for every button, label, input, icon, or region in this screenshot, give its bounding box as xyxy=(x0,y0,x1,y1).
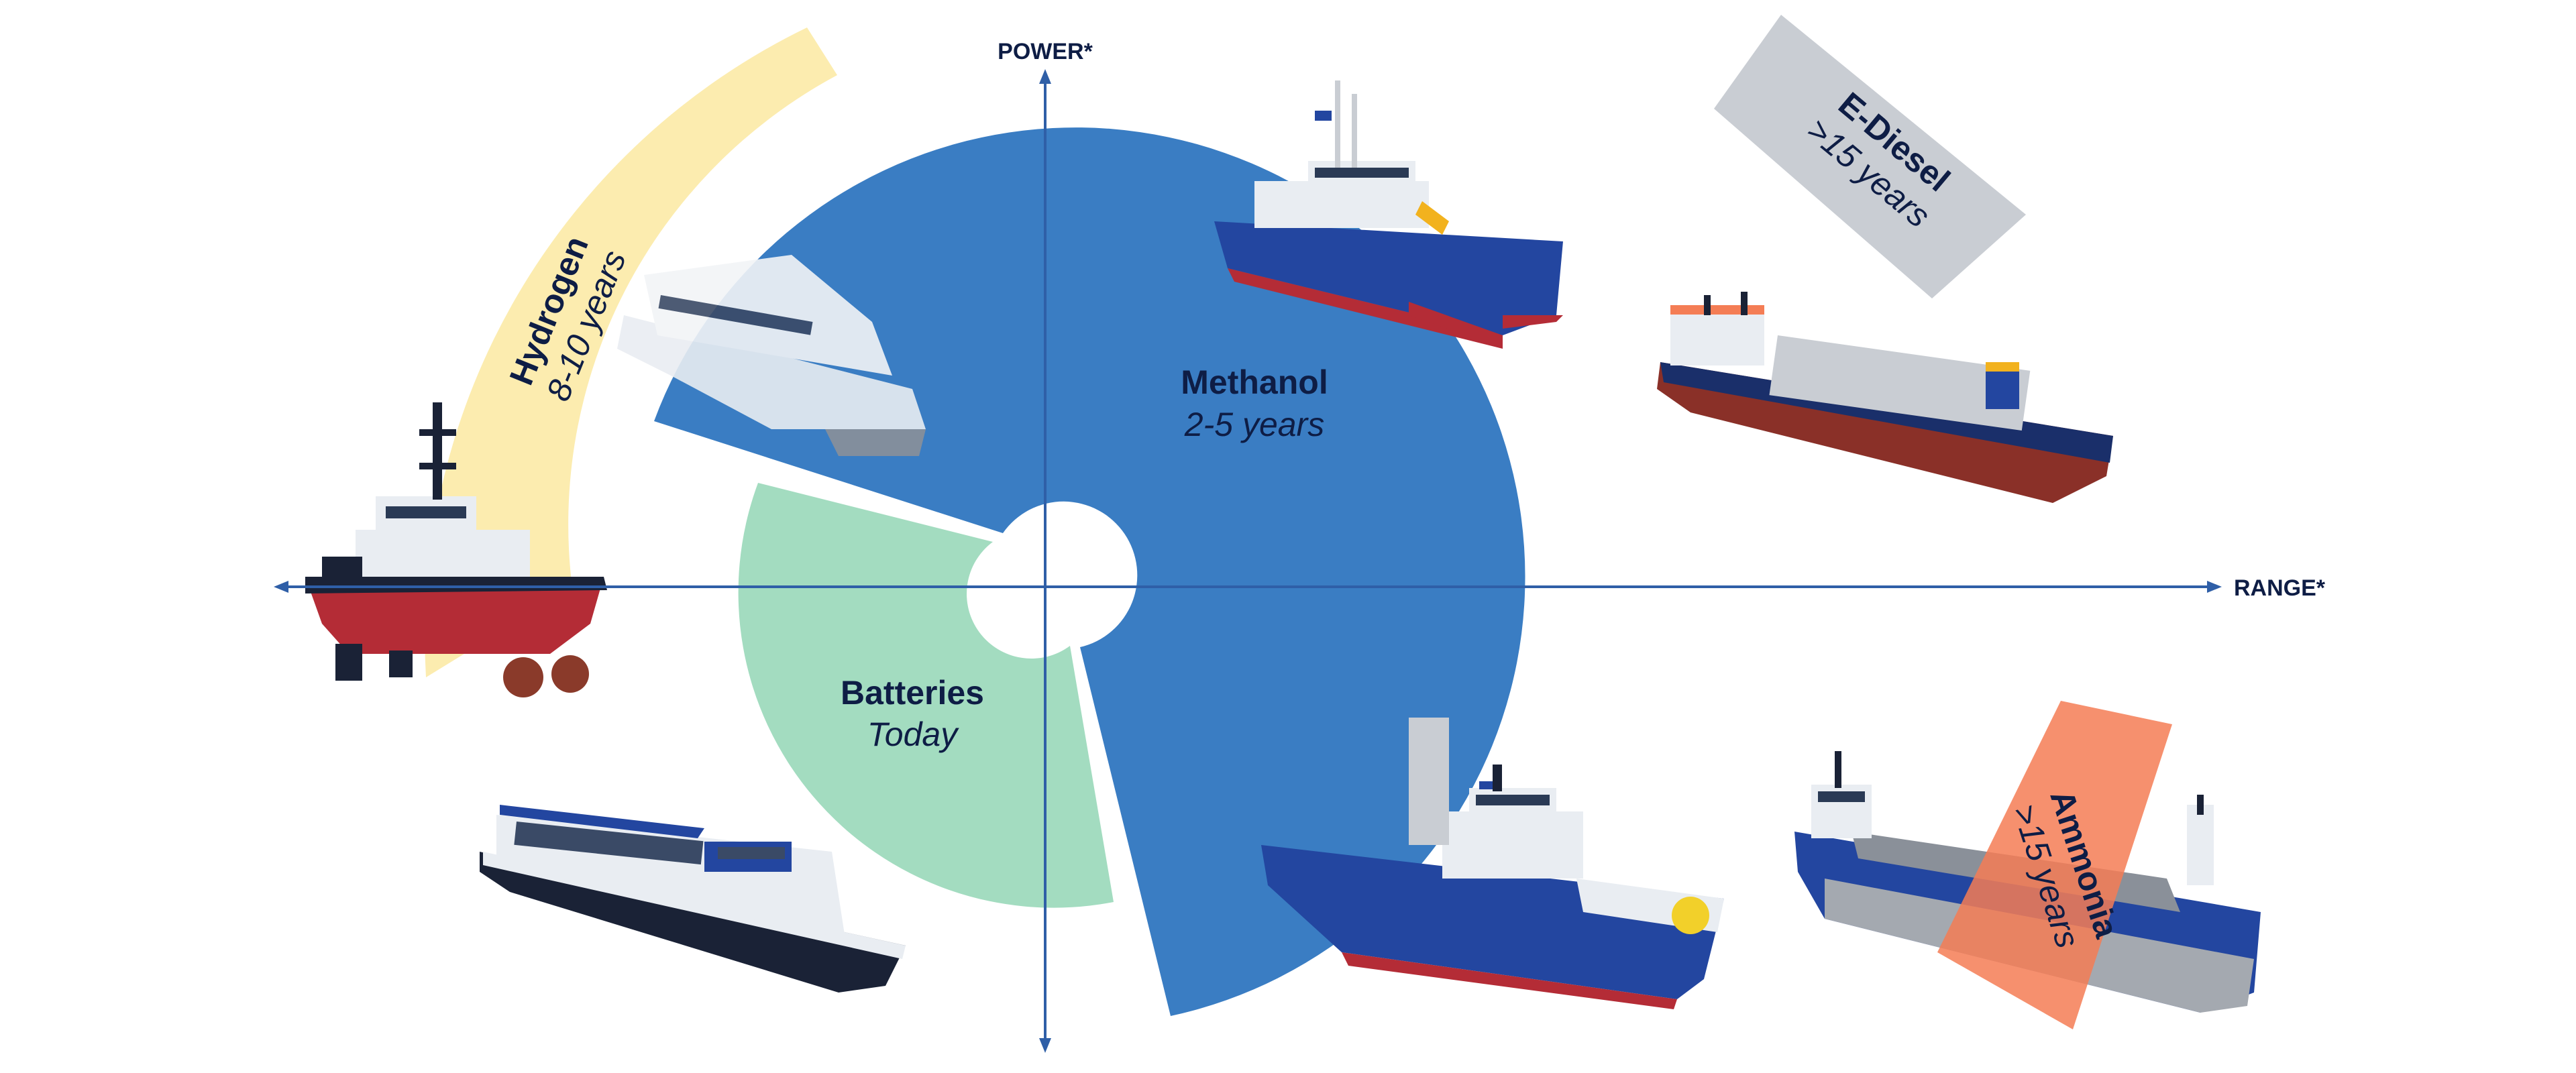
tug-vessel-illustration xyxy=(305,402,607,697)
axes: RANGE* POWER* xyxy=(274,39,2326,1053)
ammonia-band xyxy=(1937,701,2172,1029)
ediesel-band xyxy=(1714,15,2026,298)
x-axis-left-arrow xyxy=(274,581,288,593)
methanol-name: Methanol xyxy=(1181,363,1328,401)
offshore-vessel-illustration xyxy=(1261,718,1724,1009)
crew-transfer-vessel-illustration xyxy=(1214,80,1563,349)
y-axis-bottom-arrow xyxy=(1039,1038,1051,1053)
batteries-timeline: Today xyxy=(867,716,959,753)
methanol-timeline: 2-5 years xyxy=(1184,406,1324,443)
batteries-label: Batteries Today xyxy=(841,674,984,753)
dredger-vessel-illustration xyxy=(1657,292,2113,503)
batteries-segment xyxy=(738,483,1114,908)
y-axis-label: POWER* xyxy=(998,39,1093,64)
hydrogen-band xyxy=(425,27,837,677)
methanol-label: Methanol 2-5 years xyxy=(1181,363,1328,443)
y-axis-top-arrow xyxy=(1039,69,1051,84)
x-axis-label: RANGE* xyxy=(2234,575,2326,601)
x-axis-right-arrow xyxy=(2207,581,2222,593)
batteries-name: Batteries xyxy=(841,674,984,712)
ferry-vessel-illustration xyxy=(617,255,926,456)
electric-ferry-vessel-illustration xyxy=(480,805,906,993)
